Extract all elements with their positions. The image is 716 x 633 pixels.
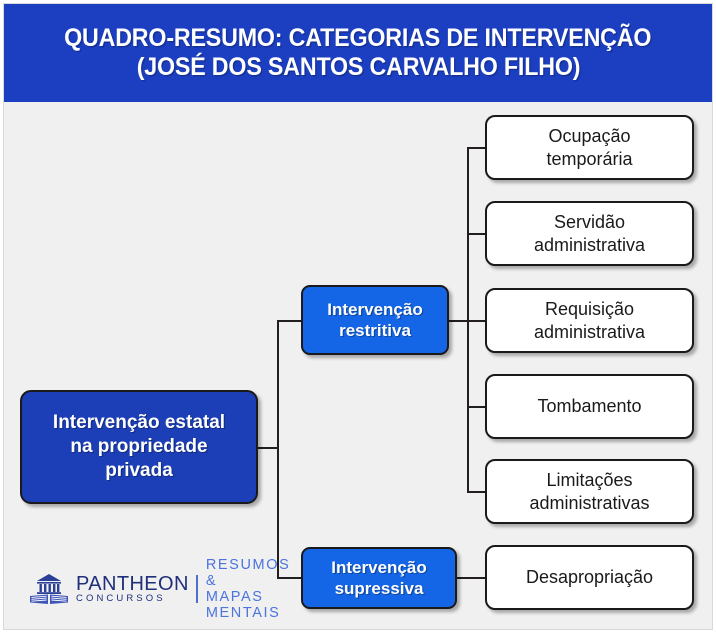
- node-branch-restritiva-line-1: Intervenção: [327, 299, 423, 319]
- logo-text-pantheon-group: PANTHEON CONCURSOS: [76, 574, 189, 604]
- header-title-line-2: (JOSÉ DOS SANTOS CARVALHO FILHO): [136, 53, 580, 81]
- brand-logo: PANTHEON CONCURSOS RESUMOS & MAPAS MENTA…: [28, 557, 289, 621]
- node-branch-intervencao-restritiva[interactable]: Intervenção restritiva: [301, 285, 449, 355]
- connector-root-stub: [257, 447, 279, 449]
- leaf-requisicao-administrativa-line-2: administrativa: [533, 321, 646, 342]
- logo-mapas-mentais-text: MAPAS MENTAIS: [205, 589, 281, 622]
- leaf-limitacoes-administrativas-line-1: Limitações: [546, 470, 633, 490]
- leaf-ocupacao-temporaria-line-2: temporária: [546, 148, 633, 169]
- node-root-line-3: privada: [105, 460, 173, 482]
- node-root-line-2: na propriedade: [70, 435, 208, 457]
- connector-trunk-to-supressiva: [277, 577, 303, 579]
- node-leaf-ocupacao-temporaria[interactable]: Ocupação temporária: [485, 115, 694, 180]
- node-branch-restritiva-line-2: restritiva: [339, 321, 411, 340]
- logo-concursos-text: CONCURSOS: [76, 593, 166, 605]
- connector-leaf-spine-vertical: [467, 147, 469, 492]
- node-leaf-servidao-administrativa[interactable]: Servidão administrativa: [485, 201, 694, 266]
- connector-leaf-3: [467, 320, 487, 322]
- header-title-line-1: QUADRO-RESUMO: CATEGORIAS DE INTERVENÇÃO: [64, 23, 652, 52]
- connector-leaf-2: [467, 233, 487, 235]
- node-branch-supressiva-line-1: Intervenção: [331, 557, 427, 577]
- leaf-requisicao-administrativa-line-1: Requisição: [544, 299, 635, 319]
- connector-leaf-1: [467, 147, 487, 149]
- node-leaf-tombamento[interactable]: Tombamento: [485, 374, 694, 439]
- connector-leaf-4: [467, 406, 487, 408]
- leaf-servidao-administrativa-line-2: administrativa: [533, 234, 646, 255]
- logo-resumos-text: RESUMOS &: [205, 556, 291, 589]
- leaf-ocupacao-temporaria-line-1: Ocupação: [548, 126, 631, 146]
- node-root-intervencao-estatal[interactable]: Intervenção estatal na propriedade priva…: [20, 390, 258, 504]
- pantheon-building-book-icon: [30, 574, 68, 604]
- leaf-desapropriacao-line-1: Desapropriação: [525, 567, 654, 588]
- connector-trunk-vertical: [277, 320, 279, 579]
- logo-divider: [195, 575, 198, 603]
- node-leaf-limitacoes-administrativas[interactable]: Limitações administrativas: [485, 459, 694, 524]
- leaf-servidao-administrativa-line-1: Servidão: [553, 212, 626, 232]
- node-root-line-1: Intervenção estatal: [52, 411, 226, 433]
- leaf-limitacoes-administrativas-line-2: administrativas: [529, 492, 650, 513]
- connector-trunk-to-restritiva: [277, 320, 303, 322]
- node-branch-intervencao-supressiva[interactable]: Intervenção supressiva: [301, 547, 457, 609]
- connector-leaf-5: [467, 491, 487, 493]
- node-leaf-requisicao-administrativa[interactable]: Requisição administrativa: [485, 288, 694, 353]
- logo-pantheon-text: PANTHEON: [76, 573, 189, 596]
- logo-text-resumos-group: RESUMOS & MAPAS MENTAIS: [206, 557, 291, 622]
- leaf-tombamento-line-1: Tombamento: [537, 396, 642, 417]
- connector-restritiva-stub: [447, 320, 469, 322]
- node-leaf-desapropriacao[interactable]: Desapropriação: [485, 545, 694, 610]
- connector-supressiva-to-desapropriacao: [455, 577, 487, 579]
- node-branch-supressiva-line-2: supressiva: [334, 579, 424, 598]
- header-banner: QUADRO-RESUMO: CATEGORIAS DE INTERVENÇÃO…: [4, 4, 712, 102]
